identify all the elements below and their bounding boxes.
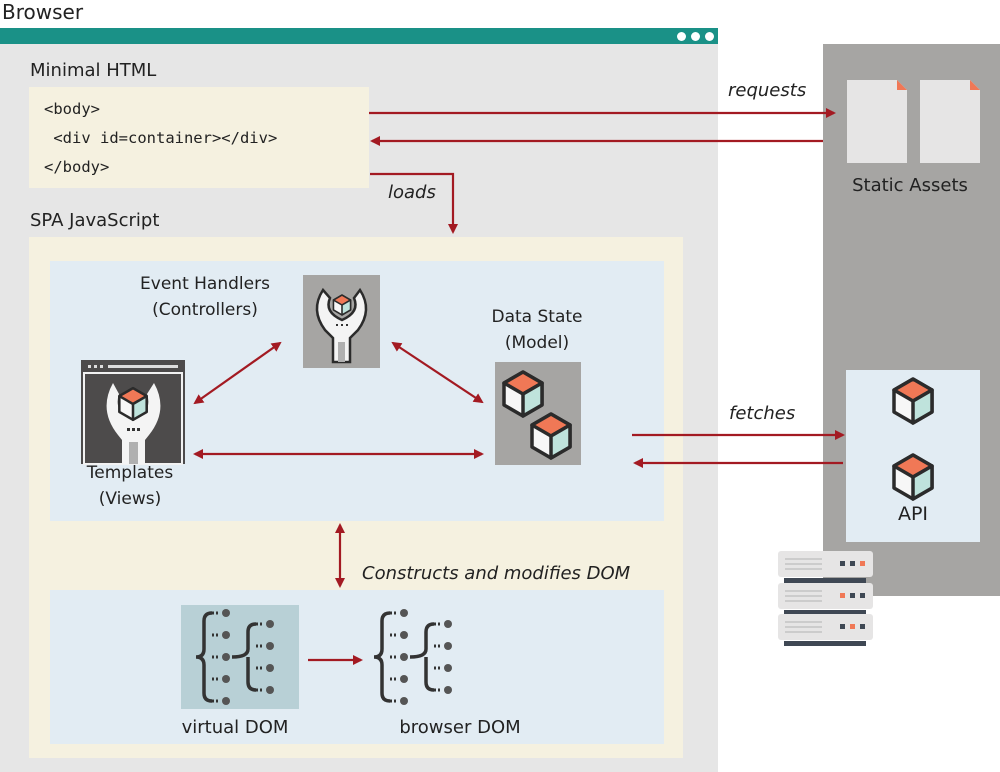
- window-dot-icon: [691, 32, 700, 41]
- static-file-icon: [847, 80, 907, 163]
- static-file-icon: [920, 80, 980, 163]
- api-cube-icon: [892, 453, 934, 501]
- minimal-html-title: Minimal HTML: [30, 60, 157, 81]
- minimal-html-code-box: <body> <div id=container></div> </body>: [29, 87, 369, 188]
- controllers-label-2: (Controllers): [152, 300, 258, 320]
- loads-arrow: [370, 172, 458, 234]
- spa-title: SPA JavaScript: [30, 210, 160, 231]
- code-line: <div id=container></div>: [44, 129, 278, 147]
- controller-model-arrow: [391, 341, 484, 404]
- fetches-label: fetches: [729, 403, 796, 424]
- api-label: API: [897, 503, 929, 525]
- loads-label: loads: [388, 182, 436, 203]
- cubes-icon: [495, 362, 581, 465]
- dom-panel: [50, 590, 664, 744]
- window-wrench-icon: [81, 360, 185, 465]
- browser-dom-tree-icon: [372, 607, 454, 707]
- model-label-1: Data State: [491, 307, 583, 327]
- model-label-2: (Model): [504, 333, 570, 353]
- controllers-label-1: Event Handlers: [140, 274, 270, 294]
- window-dot-icon: [705, 32, 714, 41]
- browser-dom-label: browser DOM: [399, 717, 521, 738]
- static-assets-label: Static Assets: [852, 175, 968, 196]
- api-cube-icon: [892, 377, 934, 425]
- browser-title-bar: [0, 28, 718, 44]
- views-label-2: (Views): [98, 489, 162, 509]
- views-label-1: Templates: [86, 463, 174, 483]
- browser-title: Browser: [2, 0, 84, 24]
- wrench-cube-icon: [303, 275, 380, 368]
- server-rack-icon: [778, 551, 873, 646]
- window-dot-icon: [677, 32, 686, 41]
- virtual-dom-label: virtual DOM: [181, 717, 289, 738]
- controller-view-arrow: [193, 341, 282, 405]
- code-line: </body>: [44, 158, 110, 176]
- dom-construct-label: Constructs and modifies DOM: [362, 563, 631, 584]
- requests-label: requests: [728, 80, 807, 101]
- code-line: <body>: [44, 100, 100, 118]
